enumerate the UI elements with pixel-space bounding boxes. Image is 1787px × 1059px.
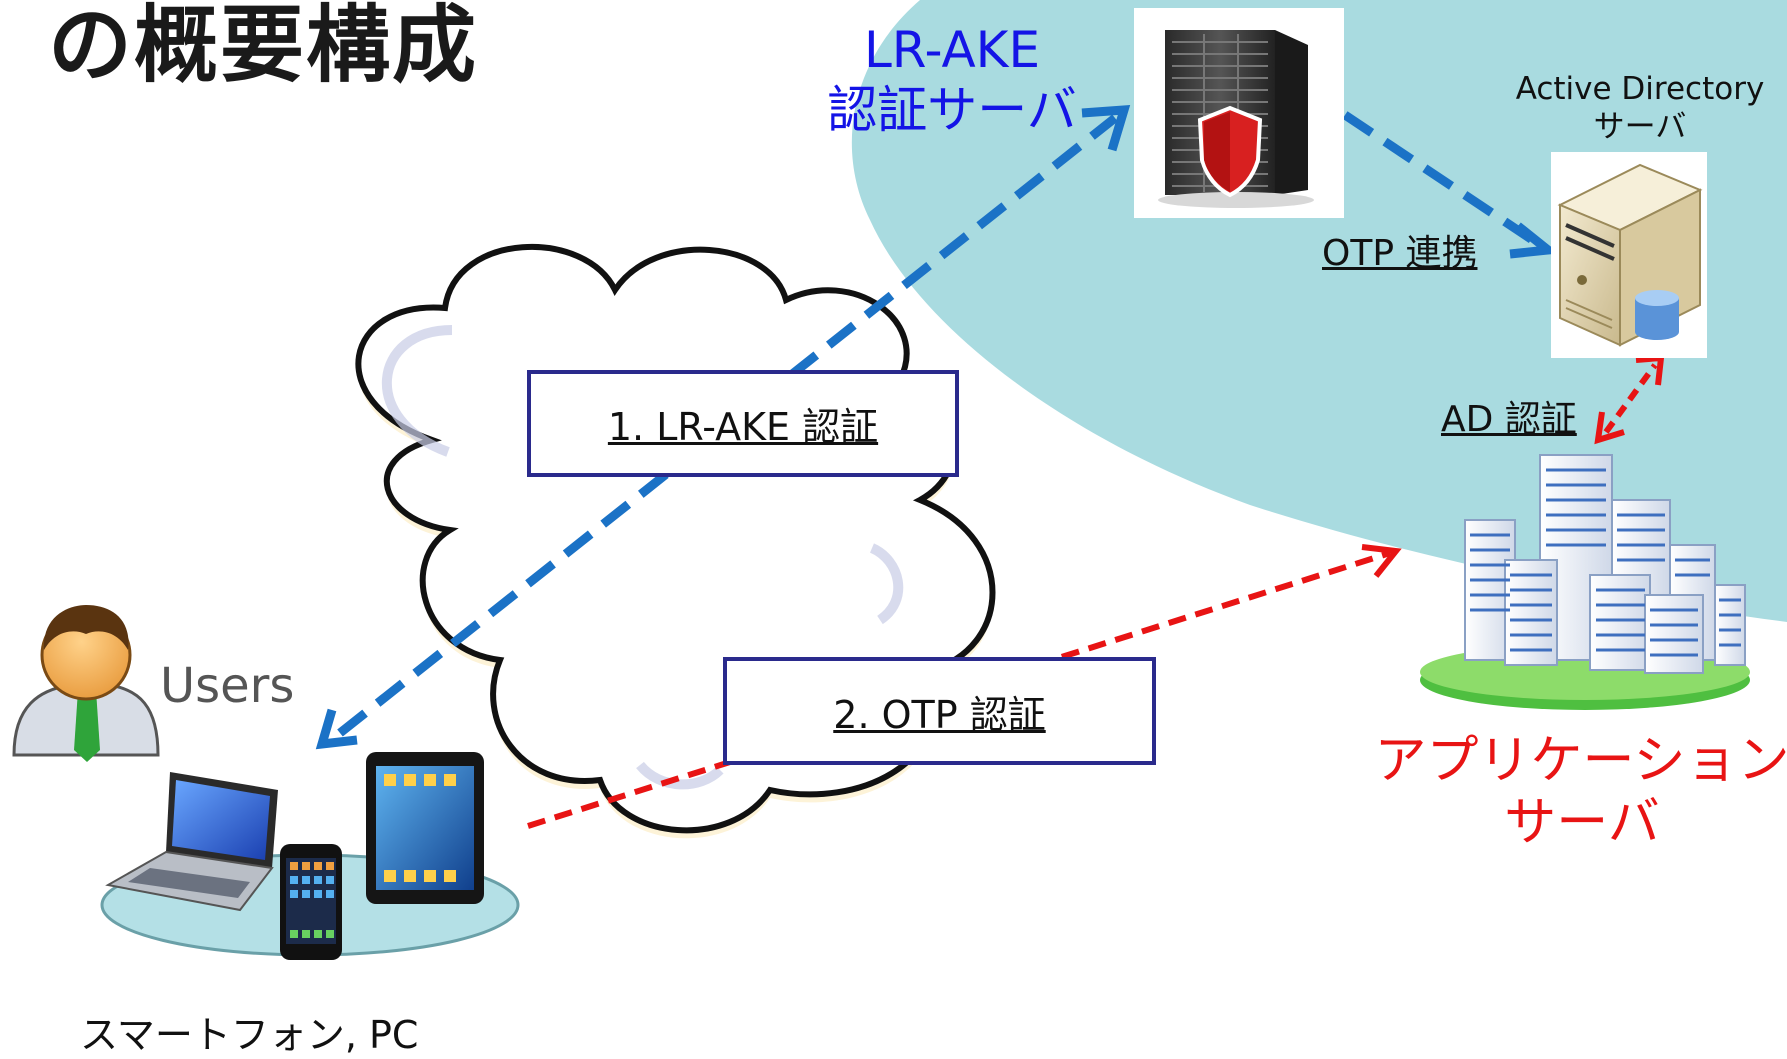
step-2-box: 2. OTP 認証 [723,657,1156,765]
devices-label: スマートフォン, PC [80,1013,419,1057]
otp-link-label: OTP 連携 [1322,233,1478,274]
app-server-label: アプリケーション サーバ [1372,730,1787,854]
ad-server-label: Active Directory サーバ [1505,70,1775,146]
app-server-label-line1: アプリケーション [1374,731,1787,791]
ad-server-label-line1: Active Directory [1515,71,1765,107]
ad-server-label-line2: サーバ [1593,109,1687,145]
app-server-label-line2: サーバ [1504,793,1660,853]
step-1-box: 1. LR-AKE 認証 [527,370,959,477]
lrake-server-label: LR-AKE 認証サーバ [822,20,1082,140]
app-server-buildings [1420,454,1750,710]
lrake-server-label-line1: LR-AKE [863,21,1041,79]
step-1-label: 1. LR-AKE 認証 [607,405,879,449]
page-title: の概要構成 [48,0,479,94]
users-label: Users [160,658,295,714]
ad-server-icon [1551,152,1707,358]
lrake-server-icon [1134,8,1344,218]
user-avatar-icon [12,605,160,762]
devices-icon [100,752,520,960]
lrake-server-label-line2: 認証サーバ [827,81,1077,139]
step-2-label: 2. OTP 認証 [833,692,1046,737]
ad-auth-label: AD 認証 [1441,399,1577,440]
otp-link-arrow [1342,111,1560,259]
